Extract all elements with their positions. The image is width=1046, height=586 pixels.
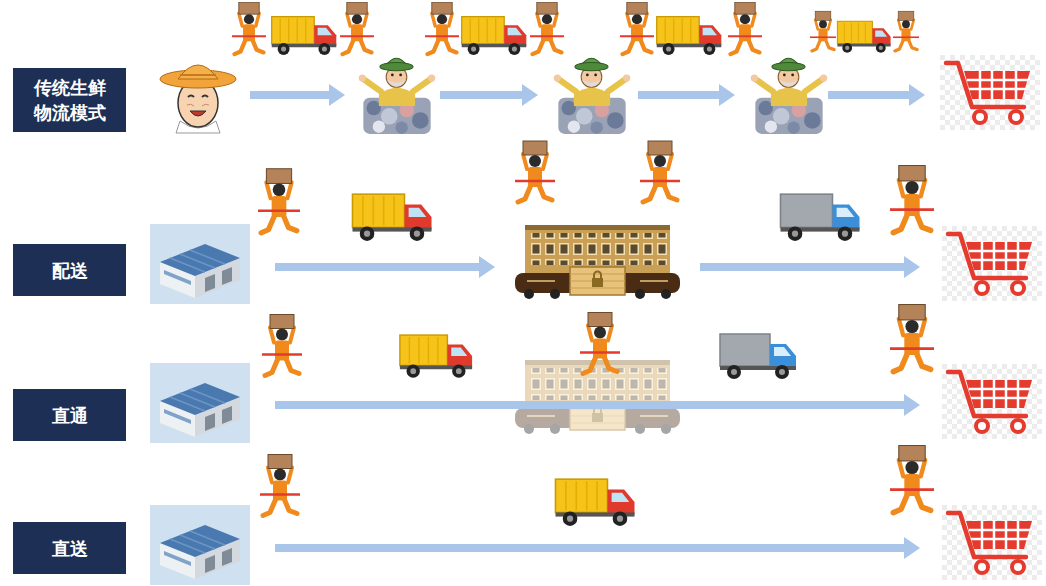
cart-icon bbox=[942, 505, 1042, 580]
wholesaler-icon bbox=[751, 58, 828, 134]
warehouse-icon bbox=[150, 505, 250, 585]
warehouse-icon bbox=[150, 363, 250, 443]
worker-icon bbox=[620, 2, 654, 54]
worker-icon bbox=[890, 446, 934, 513]
truck-icon bbox=[400, 335, 472, 378]
distribution-center-icon bbox=[515, 360, 680, 434]
row-label-box: 配送 bbox=[13, 244, 126, 296]
worker-icon bbox=[890, 305, 934, 372]
worker-icon bbox=[530, 2, 564, 54]
worker-icon bbox=[260, 455, 300, 516]
truck-icon bbox=[462, 17, 527, 55]
wholesaler-icon bbox=[554, 58, 631, 134]
worker-icon bbox=[515, 141, 555, 202]
cart-icon bbox=[942, 226, 1042, 301]
worker-icon bbox=[893, 11, 919, 51]
truck-icon bbox=[272, 17, 337, 55]
worker-icon bbox=[640, 141, 680, 202]
row-label-text: 直通 bbox=[52, 403, 88, 428]
truck-icon bbox=[837, 21, 890, 53]
worker-icon bbox=[262, 315, 302, 376]
flow-arrow bbox=[275, 394, 920, 416]
farmer-icon bbox=[160, 65, 236, 133]
truck-icon bbox=[657, 17, 722, 55]
worker-icon bbox=[232, 2, 266, 54]
row-label-text: 直送 bbox=[52, 536, 88, 561]
cart-icon bbox=[940, 55, 1040, 130]
warehouse-icon bbox=[150, 224, 250, 304]
truck-icon bbox=[352, 194, 431, 241]
worker-icon bbox=[425, 2, 459, 54]
truck-icon bbox=[555, 479, 634, 526]
distribution-center-icon bbox=[515, 225, 680, 299]
truck-icon bbox=[780, 194, 859, 241]
row-label-box: 直通 bbox=[13, 389, 126, 441]
row-label-box: 直送 bbox=[13, 522, 126, 574]
truck-icon bbox=[720, 334, 796, 379]
worker-icon bbox=[890, 166, 934, 233]
flow-arrow bbox=[275, 537, 920, 559]
wholesaler-icon bbox=[359, 58, 436, 134]
cart-icon bbox=[942, 364, 1042, 439]
worker-icon bbox=[580, 313, 620, 374]
row-label-box: 传统生鲜 物流模式 bbox=[13, 68, 126, 132]
worker-icon bbox=[728, 2, 762, 54]
worker-icon bbox=[258, 169, 300, 233]
row-label-text: 传统生鲜 物流模式 bbox=[23, 75, 116, 125]
worker-icon bbox=[340, 2, 374, 54]
row-label-text: 配送 bbox=[52, 258, 88, 283]
worker-icon bbox=[810, 11, 836, 51]
